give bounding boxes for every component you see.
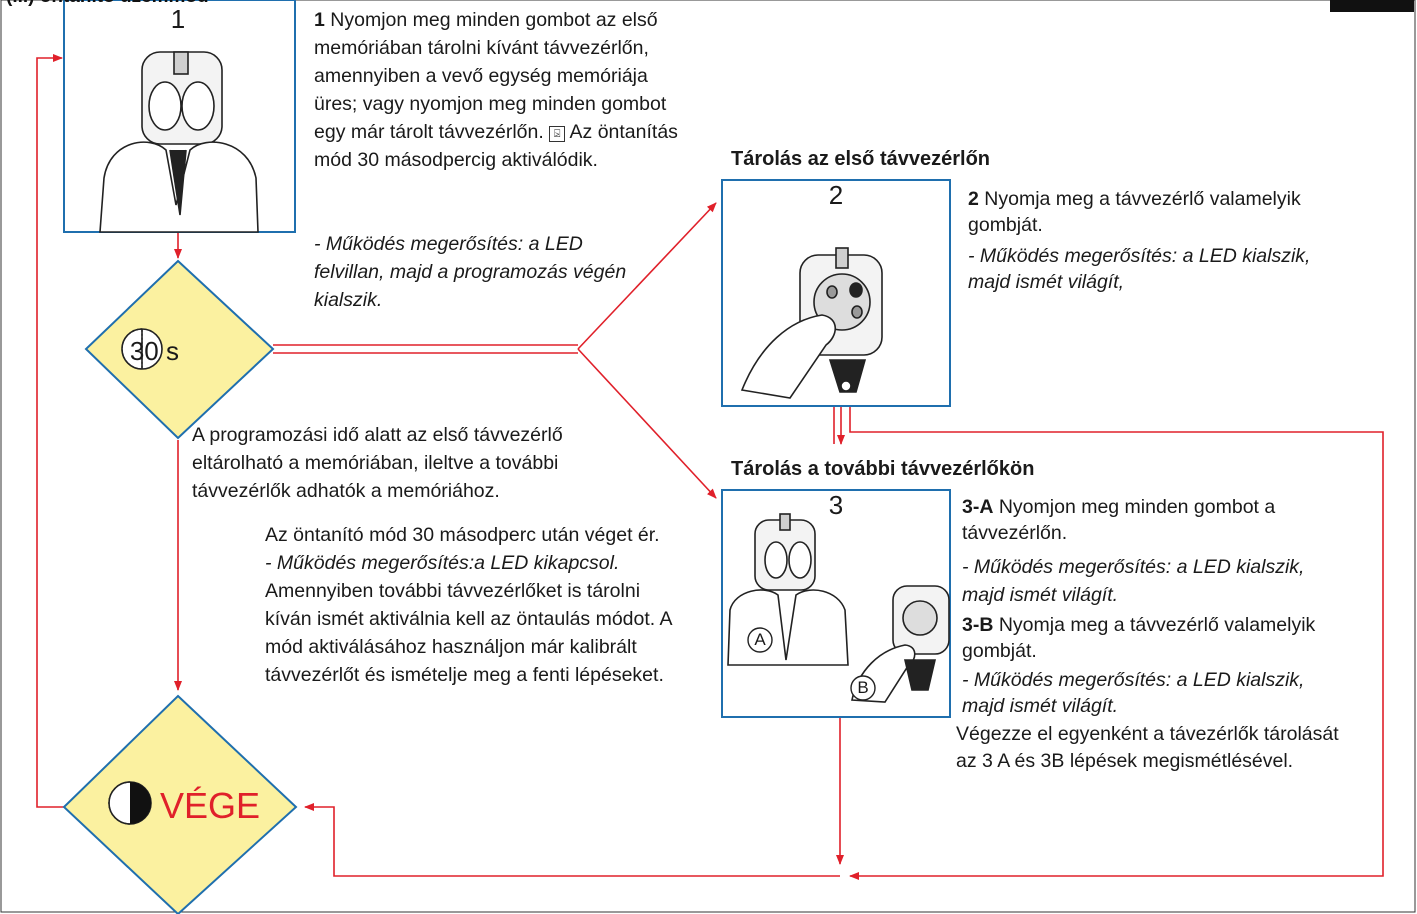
step1-text-tail: Az öntanítás mód 30 másodpercig aktiváló…: [314, 121, 678, 171]
step2-lead: 2: [968, 188, 979, 210]
step2-description: 2 Nyomja meg a távvezérlő valamelyik gom…: [968, 186, 1388, 238]
step3b-lead: 3-B: [962, 614, 994, 636]
step1-text: Nyomjon meg minden gombot az első memóri…: [314, 9, 667, 143]
step3-label-b: B: [857, 678, 869, 697]
step3a-confirm: - Működés megerősítés: a LED kialszik, m…: [962, 556, 1305, 606]
step3b-confirm: - Működés megerősítés: a LED kialszik, m…: [962, 669, 1305, 717]
step3a-text: Nyomjon meg minden gombot a távvezérlőn.: [962, 496, 1276, 544]
step3-heading: Tárolás a további távvezérlőkön: [731, 458, 1035, 480]
step2-illustration: [740, 247, 883, 399]
step2-confirm: - Működés megerősítés: a LED kialszik, m…: [968, 245, 1311, 293]
timer-note: A programozási idő alatt az első távvezé…: [192, 424, 563, 502]
step1-description: 1 Nyomjon meg minden gombot az első memó…: [314, 6, 714, 174]
step3-b-badge: [850, 675, 876, 701]
connector-bottom-to-end: [304, 803, 840, 877]
timeout-note-rest: Amennyiben további távvezérlőket is táro…: [265, 580, 673, 686]
end-label: VÉGE: [160, 785, 261, 826]
step3b-description: 3-B Nyomja meg a távvezérlő valamelyik g…: [962, 612, 1402, 664]
timeout-note-confirm: - Működés megerősítés:a LED kikapcsol.: [265, 552, 620, 574]
connector-lines: [36, 54, 1384, 880]
end-diamond: [62, 694, 298, 914]
timeout-note-line1: Az öntanító mód 30 másodperc után véget …: [265, 524, 660, 546]
moon-icon: [108, 781, 152, 825]
half-moon-icon: [121, 328, 163, 370]
connector-end-loop-left: [36, 54, 66, 808]
step1-lead: 1: [314, 9, 325, 31]
connector-step2-loop-right: [849, 406, 1384, 880]
step2-text: Nyomja meg a távvezérlő valamelyik gombj…: [968, 188, 1301, 236]
corner-mark: [1330, 0, 1414, 12]
step3-label-a: A: [754, 630, 766, 649]
next-step-icon: ⍄: [549, 126, 566, 142]
step2-number: 2: [828, 180, 844, 210]
step3b-text: Nyomja meg a távvezérlő valamelyik gombj…: [962, 614, 1316, 662]
step1-confirm: - Működés megerősítés: a LED felvillan, …: [314, 233, 627, 311]
step3-a-badge: [747, 627, 773, 653]
step3a-description: 3-A Nyomjon meg minden gombot a távvezér…: [962, 494, 1402, 546]
connector-to-step2: [577, 202, 717, 350]
step3a-lead: 3-A: [962, 496, 994, 518]
timer-diamond: [84, 259, 275, 440]
step2-heading: Tárolás az első távvezérlőn: [731, 148, 991, 170]
step1-number: 1: [170, 4, 186, 34]
step3-repeat-note: Végezze el egyenként a távezérlők tárolá…: [956, 723, 1339, 772]
step3-number: 3: [828, 490, 844, 520]
step1-illustration: [99, 51, 259, 233]
timer-label: 30 s: [129, 336, 179, 366]
top-clipped-heading: (...) öntanító üzemmód: [6, 0, 209, 8]
connector-to-step3: [577, 348, 717, 499]
